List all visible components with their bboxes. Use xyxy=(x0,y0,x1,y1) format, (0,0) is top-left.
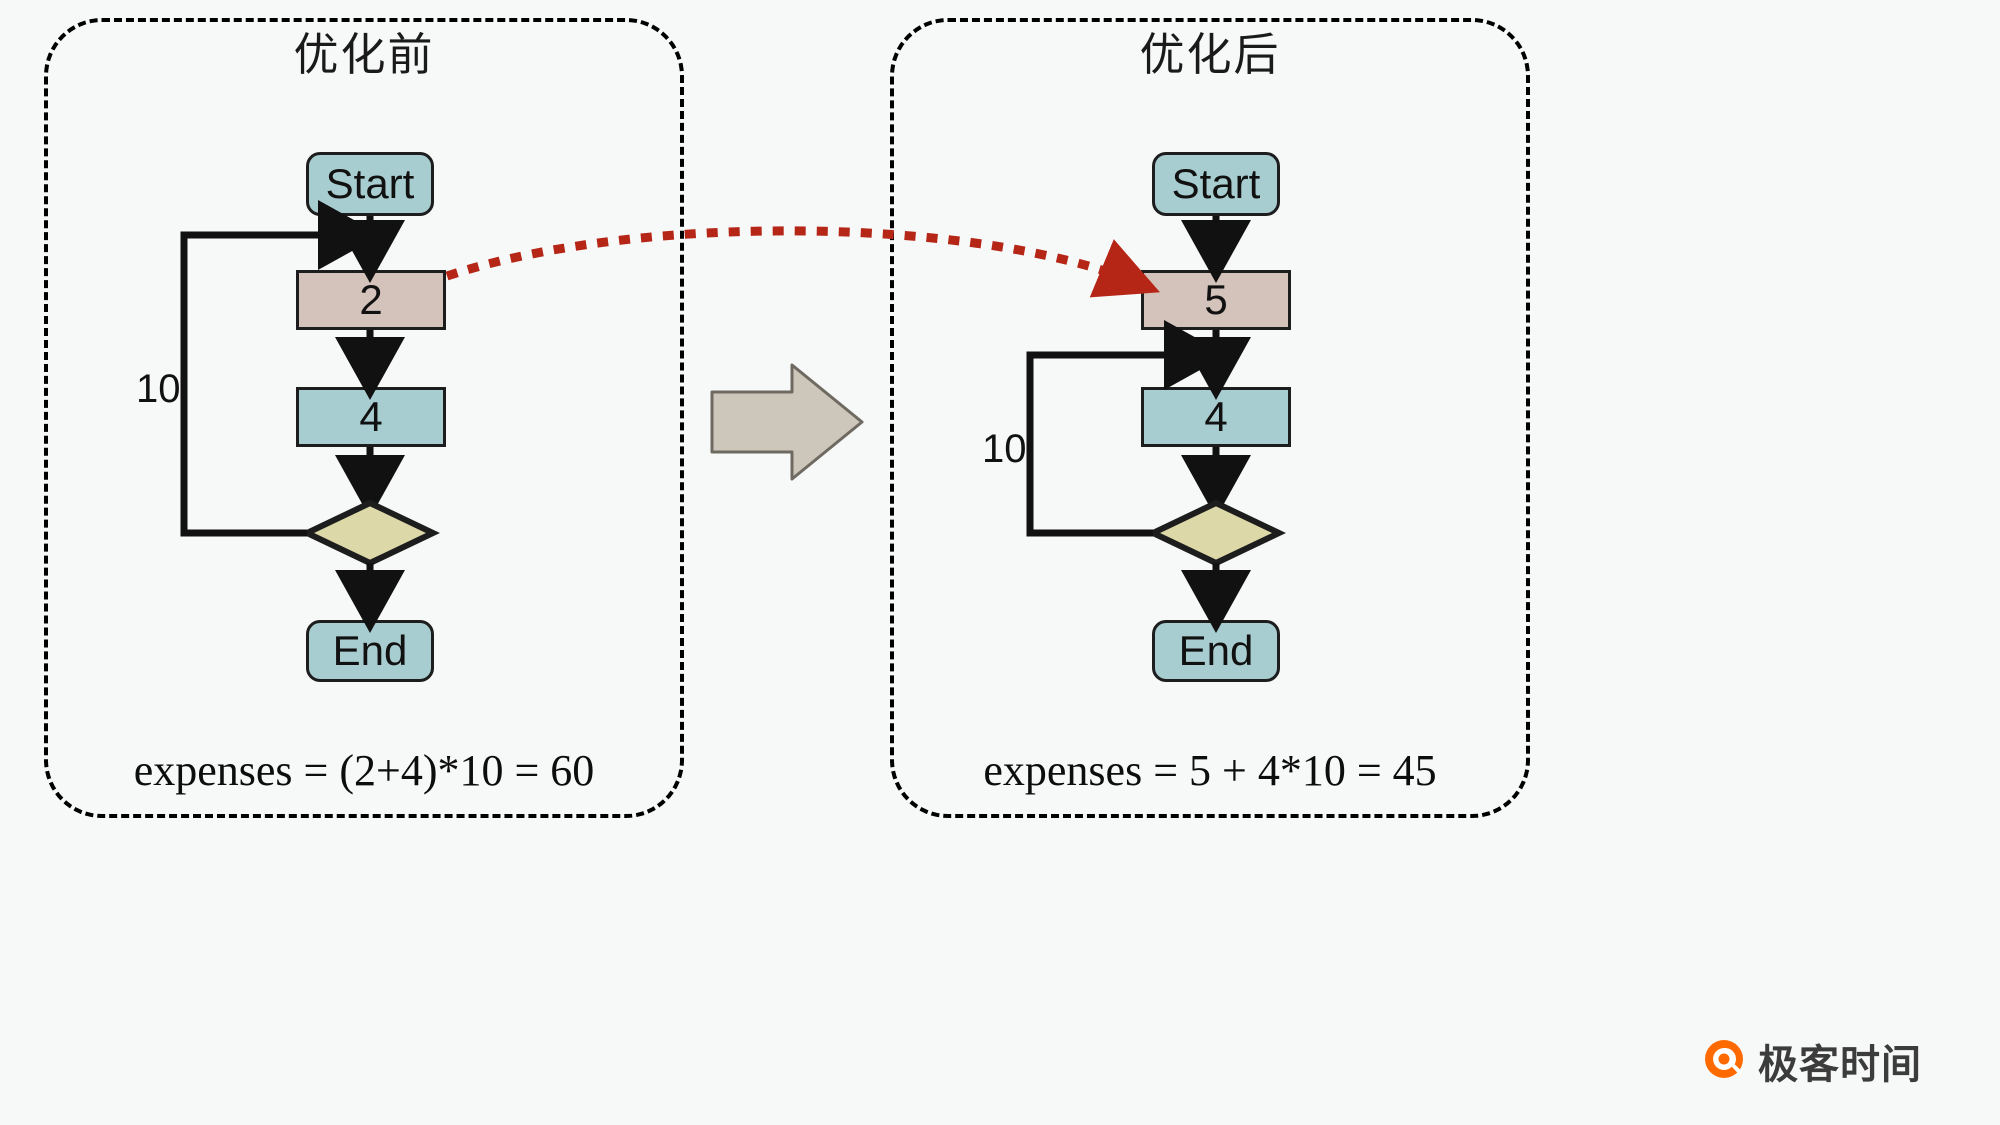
big-right-arrow xyxy=(710,363,864,481)
panel-after-title: 优化后 xyxy=(1139,29,1281,80)
loop-label-after: 10 xyxy=(982,427,1027,471)
node-before-start: Start xyxy=(306,152,434,216)
loop-label-before: 10 xyxy=(136,367,181,411)
panel-before-title: 优化前 xyxy=(293,29,435,80)
node-before-cost-4: 4 xyxy=(296,387,446,447)
panel-after xyxy=(890,18,1530,818)
formula-after: expenses = 5 + 4*10 = 45 xyxy=(983,746,1437,795)
geek-time-logo-icon xyxy=(1705,1040,1743,1078)
node-after-end: End xyxy=(1152,620,1280,682)
node-after-cost-4: 4 xyxy=(1141,387,1291,447)
watermark-logo: 极客时间 xyxy=(1700,1032,1922,1090)
watermark-brand-text: 极客时间 xyxy=(1758,1043,1922,1087)
node-after-cost-5: 5 xyxy=(1141,270,1291,330)
panel-before xyxy=(44,18,684,818)
formula-before: expenses = (2+4)*10 = 60 xyxy=(133,746,595,795)
node-before-end: End xyxy=(306,620,434,682)
node-after-start: Start xyxy=(1152,152,1280,216)
node-before-cost-2: 2 xyxy=(296,270,446,330)
